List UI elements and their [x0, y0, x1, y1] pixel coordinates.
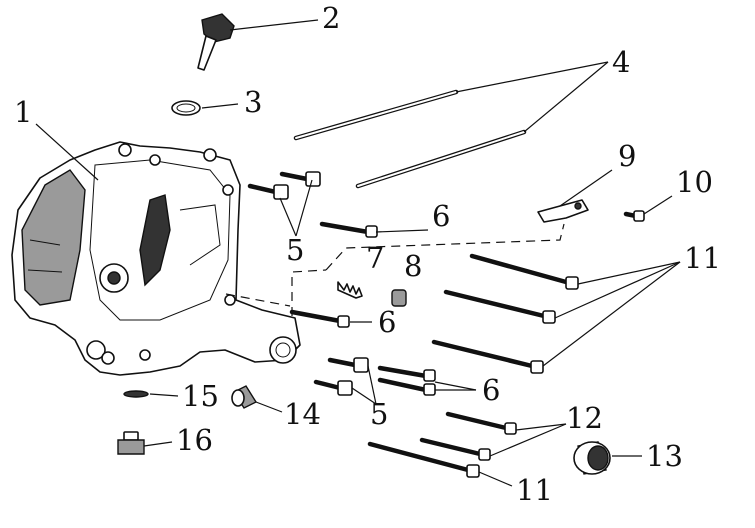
callout-5-upper: 5	[286, 233, 304, 267]
callout-3: 3	[244, 85, 262, 119]
sleeve-part	[391, 289, 407, 307]
leader-lines	[35, 19, 681, 487]
callout-5-lower: 5	[370, 397, 388, 431]
short-bolt-parts	[289, 221, 436, 396]
callout-10: 10	[676, 165, 713, 199]
o-ring-part	[171, 100, 201, 116]
callout-11-upper: 11	[684, 241, 721, 275]
small-bolt-head	[633, 210, 645, 222]
callout-8: 8	[404, 249, 422, 283]
callout-9: 9	[618, 139, 636, 173]
callout-4: 4	[612, 45, 630, 79]
callout-12: 12	[566, 401, 603, 435]
o-ring-inner	[176, 103, 196, 113]
spring-part	[337, 281, 363, 299]
callout-7: 7	[366, 241, 384, 275]
crankcase-cover-part	[11, 141, 301, 376]
callout-6-upper: 6	[432, 199, 450, 233]
long-bolt-parts	[367, 253, 579, 478]
dowel-pin-parts	[247, 171, 369, 396]
washer-part	[123, 390, 149, 398]
callout-6-middle: 6	[378, 305, 396, 339]
callout-labels: 1 2 3 4 5 6 7 8 6 9 10 11 6 5 12 13 11 1…	[14, 1, 721, 507]
callout-2: 2	[322, 1, 340, 35]
medium-bolt-parts	[419, 411, 517, 461]
bushing-part	[573, 441, 611, 475]
callout-16: 16	[176, 423, 213, 457]
bracket-hole	[574, 202, 582, 210]
assembly-dashed-lines	[225, 223, 565, 316]
collar-part	[231, 385, 258, 409]
callout-13: 13	[646, 439, 683, 473]
drain-plug-part	[117, 431, 145, 455]
callout-6-lower: 6	[482, 373, 500, 407]
long-stud-parts	[293, 89, 527, 189]
callout-11-lower: 11	[516, 473, 553, 507]
callout-15: 15	[182, 379, 219, 413]
callout-14: 14	[284, 397, 321, 431]
dipstick-part	[197, 13, 235, 71]
callout-1: 1	[14, 95, 32, 129]
